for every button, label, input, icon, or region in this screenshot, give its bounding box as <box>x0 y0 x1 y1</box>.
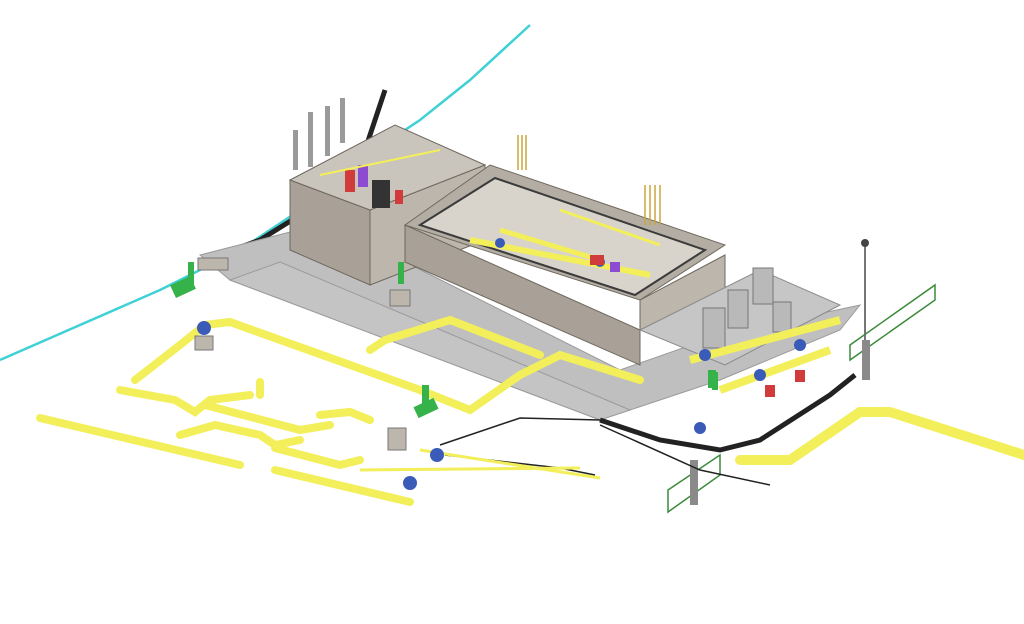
pipe-segment-2 <box>271 466 414 506</box>
tank-1 <box>702 307 726 349</box>
pipe-segment-3 <box>116 386 254 417</box>
equip-red-unit-1 <box>765 385 775 397</box>
pipe-segment-group <box>36 378 414 506</box>
tank-3 <box>752 267 774 305</box>
interior-pipe-yellow-1 <box>319 149 441 176</box>
tank-2 <box>727 289 749 329</box>
green-valve-stem-left <box>188 262 194 284</box>
roof-antenna-cluster-1 <box>517 135 527 170</box>
pipe-segment-thin-group <box>359 448 601 480</box>
pipe-segment-5 <box>201 401 334 435</box>
equip-pipe-1 <box>688 316 842 364</box>
equipment-cabinet-purple <box>358 165 368 187</box>
building-right-interior-floor <box>417 176 708 297</box>
light-pole-lamp <box>861 239 869 247</box>
black-cable-thin-1 <box>439 417 601 446</box>
vent-stack-1 <box>308 112 313 167</box>
equipment-cabinet-dark <box>372 180 390 208</box>
equip-valve-blue-3 <box>794 339 806 351</box>
green-valve-stem-middle <box>398 262 404 284</box>
tank-4 <box>772 301 792 333</box>
equip-valve-blue-2 <box>754 369 766 381</box>
blue-valve-left <box>197 321 211 335</box>
equip-pipe-2 <box>718 346 832 394</box>
valve-base-left <box>197 257 229 271</box>
fence-right <box>849 283 936 362</box>
black-cable-thin-3 <box>599 424 771 486</box>
equip-red-unit-2 <box>795 370 805 382</box>
equipment-cabinet-red <box>345 170 355 192</box>
valve-box-left <box>194 335 214 351</box>
roof-antenna-cluster-2 <box>644 185 661 225</box>
pipe-segment-8 <box>316 407 374 424</box>
blue-valve-lower-1 <box>430 448 444 462</box>
valve-box-lower <box>387 427 407 451</box>
blue-valve-right-entry <box>694 422 706 434</box>
hall-equipment-red <box>590 255 604 265</box>
black-cable-bundle-right <box>599 373 857 453</box>
building-left-roof <box>288 124 487 211</box>
hall-equipment-purple <box>610 262 620 272</box>
hall-valve-blue-1 <box>495 238 505 248</box>
hall-pipe-3 <box>559 208 661 247</box>
green-valve-actuator-lower <box>413 397 439 419</box>
green-valve-stem-lower <box>422 385 429 413</box>
yellow-pipe-left-loop <box>131 317 644 415</box>
building-right-front-wall <box>404 224 641 366</box>
vent-stack-4 <box>293 130 298 170</box>
vent-stack-2 <box>325 106 330 156</box>
equipment-cabinet-red-2 <box>395 190 403 204</box>
fence-pillar-2 <box>690 460 698 505</box>
green-valve-right-1 <box>712 372 718 390</box>
vent-stack-3 <box>340 98 345 143</box>
main-pipeline-right <box>735 407 1024 465</box>
equip-valve-blue-1 <box>699 349 711 361</box>
fence-pillar-1 <box>862 340 870 380</box>
pipe-segment-6 <box>271 444 364 470</box>
pipe-segment-4 <box>176 420 304 450</box>
valve-box-middle <box>389 289 411 307</box>
pipe-segment-1 <box>36 414 244 469</box>
hall-pipe-2 <box>499 227 601 263</box>
gravel-pad-lower <box>228 261 632 421</box>
yellow-pipe-middle <box>366 315 544 359</box>
blue-valve-lower-2 <box>403 476 417 490</box>
